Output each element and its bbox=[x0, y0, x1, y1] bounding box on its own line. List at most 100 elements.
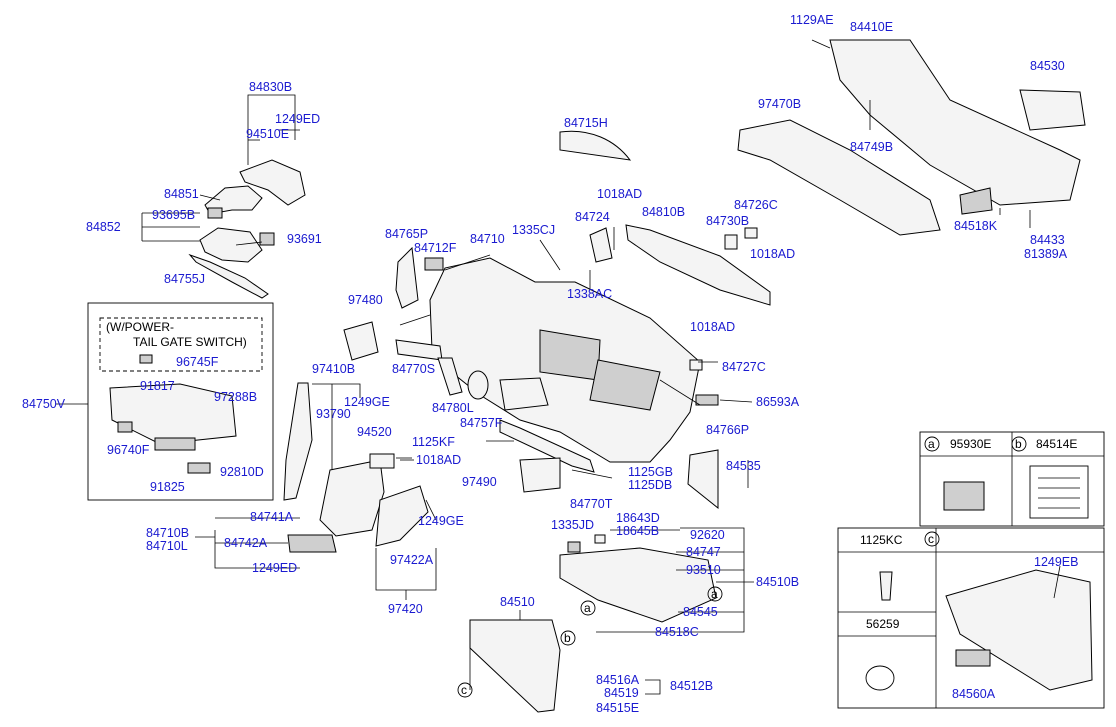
power-tailgate-line1: (W/POWER- bbox=[106, 320, 174, 334]
part-label: 84830B bbox=[249, 80, 292, 94]
callout-c-2: c bbox=[461, 683, 467, 697]
part-label: 18643D bbox=[616, 511, 660, 525]
part-label: 1018AD bbox=[750, 247, 795, 261]
part-label: 1129AE bbox=[790, 13, 834, 27]
part-label: 92620 bbox=[690, 528, 725, 542]
part-label: 97470B bbox=[758, 97, 801, 111]
part-label: 84810B bbox=[642, 205, 685, 219]
part-label: 1249ED bbox=[275, 112, 320, 126]
callout-a-3: a bbox=[584, 601, 591, 615]
part-label: 91817 bbox=[140, 379, 175, 393]
part-label: 84770S bbox=[392, 362, 435, 376]
part-label: 97490 bbox=[462, 475, 497, 489]
part-label: 96740F bbox=[107, 443, 150, 457]
part-label: 86593A bbox=[756, 395, 800, 409]
part-label: 84712F bbox=[414, 241, 457, 255]
reference-table bbox=[837, 431, 1105, 709]
power-tailgate-line2: TAIL GATE SWITCH) bbox=[133, 335, 247, 349]
part-label: 84512B bbox=[670, 679, 713, 693]
part-label: 1249GE bbox=[418, 514, 464, 528]
part-label: 84433 bbox=[1030, 233, 1065, 247]
part-label: 84770T bbox=[570, 497, 613, 511]
part-label: 84750V bbox=[22, 397, 66, 411]
part-label: 84730B bbox=[706, 214, 749, 228]
part-label: 84535 bbox=[726, 459, 761, 473]
part-label: 97420 bbox=[388, 602, 423, 616]
part-label: 97410B bbox=[312, 362, 355, 376]
callout-b-1: b bbox=[1015, 437, 1022, 451]
cowl-crossbar-group bbox=[737, 39, 1086, 236]
part-label: 84726C bbox=[734, 198, 778, 212]
part-label: 84710B bbox=[146, 526, 189, 540]
part-label: 84755J bbox=[164, 272, 205, 286]
part-label: 84710L bbox=[146, 539, 188, 553]
part-label: 84510 bbox=[500, 595, 535, 609]
part-label: 84510B bbox=[756, 575, 799, 589]
part-label: 1249GE bbox=[344, 395, 390, 409]
part-label: 93790 bbox=[316, 407, 351, 421]
part-label: 1125KF bbox=[412, 435, 455, 449]
part-label: 84724 bbox=[575, 210, 610, 224]
part-label: 84518C bbox=[655, 625, 699, 639]
part-label: 84519 bbox=[604, 686, 639, 700]
part-label: 1125GB bbox=[628, 465, 673, 479]
table-code-b: 84514E bbox=[1036, 437, 1077, 451]
table-code-kc: 1125KC bbox=[860, 533, 903, 547]
center-fascia-group bbox=[195, 382, 437, 600]
part-label: 84727C bbox=[722, 360, 766, 374]
part-label: 84852 bbox=[86, 220, 121, 234]
table-code-clip: 56259 bbox=[866, 617, 900, 631]
part-label: 1335JD bbox=[551, 518, 594, 532]
part-labels: 84830B 1249ED 94510E 84851 84852 93695B … bbox=[22, 13, 1078, 715]
part-label: 84851 bbox=[164, 187, 199, 201]
part-label: 81389A bbox=[1024, 247, 1068, 261]
part-label: 84757F bbox=[460, 416, 503, 430]
part-label: 93695B bbox=[152, 208, 195, 222]
callout-b-2: b bbox=[564, 631, 571, 645]
part-label: 93510 bbox=[686, 563, 721, 577]
part-label: 1249ED bbox=[252, 561, 297, 575]
callout-c-1: c bbox=[928, 532, 934, 546]
part-label: 84765P bbox=[385, 227, 428, 241]
part-label: 1125DB bbox=[628, 478, 672, 492]
part-label: 84747 bbox=[686, 545, 721, 559]
part-label: 1018AD bbox=[416, 453, 461, 467]
part-label: 97422A bbox=[390, 553, 434, 567]
part-label: 1335CJ bbox=[512, 223, 555, 237]
part-label: 93691 bbox=[287, 232, 322, 246]
crash-pad-group bbox=[343, 130, 771, 510]
part-label: 84410E bbox=[850, 20, 893, 34]
part-label: 84518K bbox=[954, 219, 998, 233]
part-label: 84545 bbox=[683, 605, 718, 619]
callout-circles: a b c a a b c bbox=[457, 436, 1027, 698]
part-label: 84741A bbox=[250, 510, 294, 524]
callout-a-2: a bbox=[711, 587, 718, 601]
part-label: 84780L bbox=[432, 401, 474, 415]
part-label: 84530 bbox=[1030, 59, 1065, 73]
part-label: 92810D bbox=[220, 465, 264, 479]
part-label: 84749B bbox=[850, 140, 893, 154]
callout-a-1: a bbox=[928, 437, 935, 451]
part-label: 84515E bbox=[596, 701, 639, 715]
part-label: 94520 bbox=[357, 425, 392, 439]
part-label: 96745F bbox=[176, 355, 219, 369]
part-label: 1018AD bbox=[597, 187, 642, 201]
part-label: 1018AD bbox=[690, 320, 735, 334]
part-label: 94510E bbox=[246, 127, 289, 141]
column-cover-group bbox=[141, 94, 306, 299]
part-label: 84766P bbox=[706, 423, 749, 437]
table-code-handle: 84560A bbox=[952, 687, 996, 701]
part-label: 91825 bbox=[150, 480, 185, 494]
part-label: 18645B bbox=[616, 524, 659, 538]
part-label: 1338AC bbox=[567, 287, 612, 301]
tailgate-switch-box bbox=[56, 302, 274, 501]
part-label: 84516A bbox=[596, 673, 640, 687]
part-label: 84715H bbox=[564, 116, 608, 130]
glove-box-group bbox=[469, 527, 754, 713]
table-code-a: 95930E bbox=[950, 437, 991, 451]
part-label: 84710 bbox=[470, 232, 505, 246]
part-label: 97480 bbox=[348, 293, 383, 307]
table-code-eb: 1249EB bbox=[1034, 555, 1078, 569]
part-label: 84742A bbox=[224, 536, 268, 550]
